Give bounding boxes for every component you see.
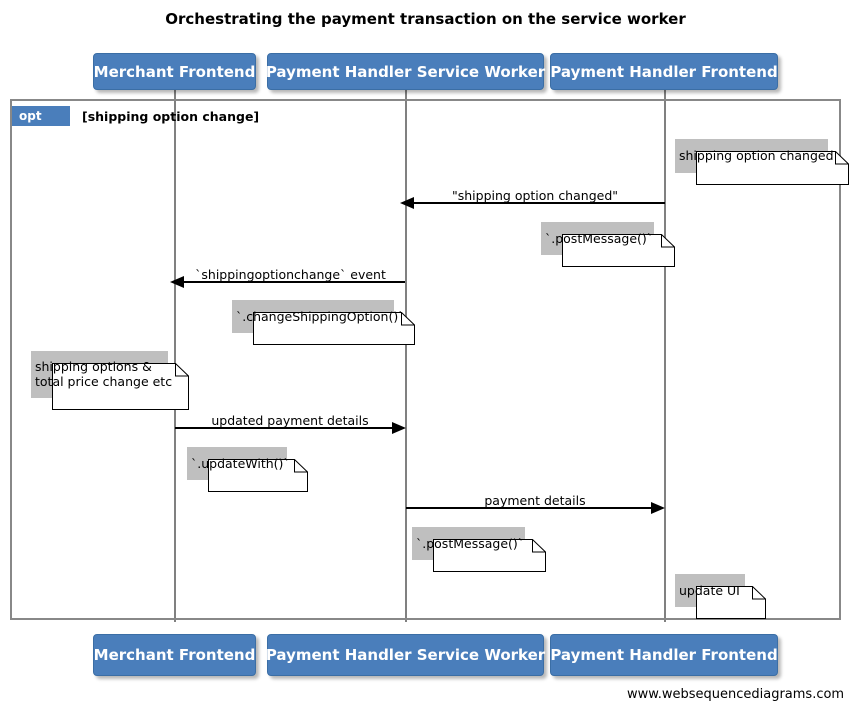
message-arrowhead-updated-payment-details [392,422,406,434]
actor-bottom-payment-handler-frontend[interactable]: Payment Handler Frontend [550,634,778,676]
actor-top-payment-handler-service-worker-label: Payment Handler Service Worker [265,62,546,81]
lifeline-payment-handler-frontend [664,90,666,622]
message-line-shipping-option-changed [412,202,665,204]
message-label-updated-payment-details: updated payment details [211,413,369,428]
note-post-message-1-text: `.postMessage()` [545,231,654,246]
actor-top-merchant-frontend-label: Merchant Frontend [93,62,256,81]
note-post-message-1: `.postMessage()` [538,219,675,267]
note-body [229,297,415,345]
actor-bottom-merchant-frontend[interactable]: Merchant Frontend [93,634,256,676]
note-shipping-option-changed-text: shipping option changed [679,148,834,163]
message-label-shipping-option-changed: "shipping option changed" [451,188,618,203]
actor-bottom-merchant-frontend-label: Merchant Frontend [93,646,256,664]
actor-top-payment-handler-service-worker[interactable]: Payment Handler Service Worker [265,53,546,90]
note-body [672,136,849,185]
footer-watermark: www.websequencediagrams.com [627,687,845,702]
actor-bottom-payment-handler-service-worker-label: Payment Handler Service Worker [265,646,546,664]
note-update-with: `.updateWith()` [184,444,308,492]
note-shipping-options-total-price-text: shipping options & total price change et… [35,359,173,389]
message-line-updated-payment-details [175,427,398,429]
note-body [672,571,766,619]
message-arrowhead-payment-details [651,502,665,514]
note-post-message-2-text: `.postMessage()` [416,536,525,551]
note-update-ui-text: update UI [679,583,740,598]
actor-bottom-payment-handler-service-worker[interactable]: Payment Handler Service Worker [265,634,546,676]
message-label-shippingoptionchange-event: `shippingoptionchange` event [195,267,386,282]
lifeline-merchant-frontend [174,90,176,622]
opt-tag-shape [12,106,70,126]
lifeline-payment-handler-service-worker [405,90,407,622]
note-update-ui: update UI [672,571,766,619]
note-change-shipping-option-text: `.changeShippingOption()` [236,309,405,324]
message-arrowhead-shipping-option-changed [400,197,414,209]
note-post-message-2: `.postMessage()` [409,524,546,572]
note-body [28,348,189,410]
opt-tag-label: opt [19,109,42,123]
message-arrowhead-shippingoptionchange-event [170,276,184,288]
page-title: Orchestrating the payment transaction on… [165,10,686,28]
note-update-with-text: `.updateWith()` [191,456,290,471]
actor-top-payment-handler-frontend-label: Payment Handler Frontend [550,62,778,81]
note-body [184,444,308,492]
actor-top-payment-handler-frontend[interactable]: Payment Handler Frontend [550,53,778,90]
note-change-shipping-option: `.changeShippingOption()` [229,297,415,345]
actor-bottom-payment-handler-frontend-label: Payment Handler Frontend [550,646,778,664]
opt-fragment-guard: [shipping option change] [82,109,260,124]
note-body [409,524,546,572]
note-body [538,219,675,267]
message-line-payment-details [406,507,658,509]
message-line-shippingoptionchange-event [182,281,405,283]
message-label-payment-details: payment details [484,493,586,508]
opt-fragment-tag: opt [12,106,70,126]
note-shipping-options-total-price: shipping options & total price change et… [28,348,189,410]
note-shipping-option-changed: shipping option changed [672,136,849,185]
opt-fragment-frame [10,99,841,620]
actor-top-merchant-frontend[interactable]: Merchant Frontend [93,53,256,90]
